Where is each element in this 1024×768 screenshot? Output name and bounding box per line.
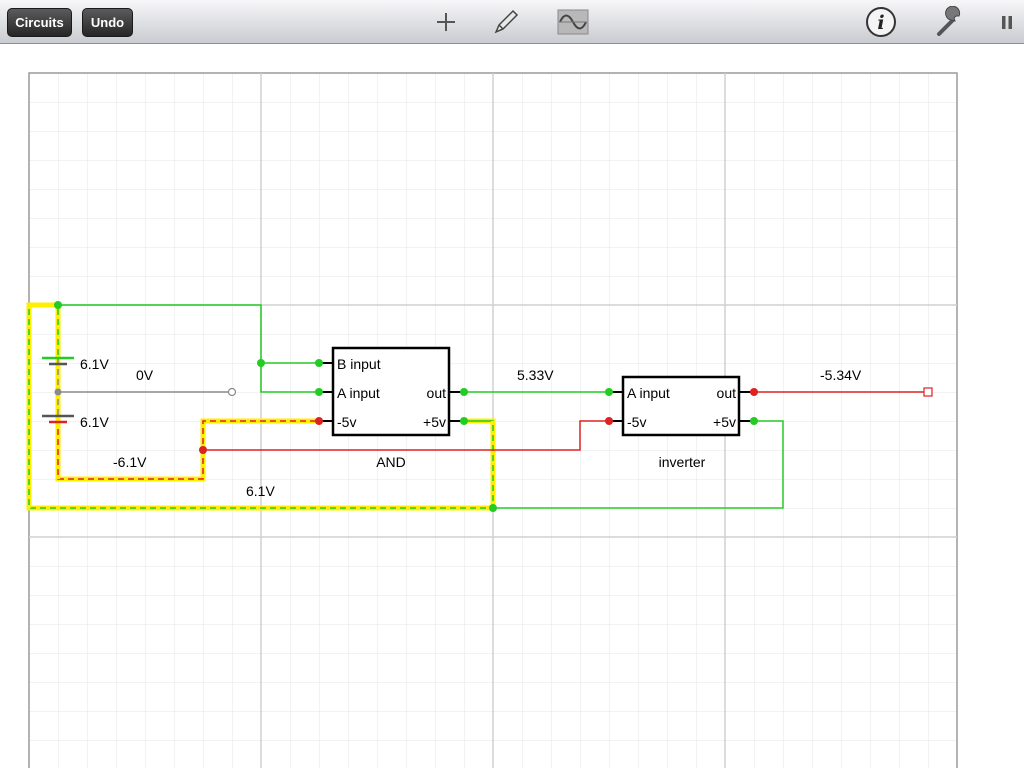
inverter-pos5v-label: +5v: [713, 414, 736, 430]
circuits-button[interactable]: Circuits: [7, 8, 72, 37]
battery-top-voltage: 6.1V: [80, 356, 109, 372]
wrench-icon[interactable]: [934, 6, 966, 38]
pencil-icon[interactable]: [490, 6, 522, 38]
negative-wires[interactable]: [57, 391, 928, 480]
add-icon[interactable]: [430, 6, 462, 38]
inverter-neg5v-label: -5v: [627, 414, 646, 430]
and-out-label: out: [427, 385, 447, 401]
output-terminal[interactable]: [923, 387, 933, 397]
neg-rail-voltage: -6.1V: [113, 454, 147, 470]
and-neg5v-label: -5v: [337, 414, 356, 430]
selection-dashes: [27, 305, 495, 510]
and-a-input-label: A input: [337, 385, 380, 401]
and-out-voltage: 5.33V: [517, 367, 554, 383]
battery-bottom[interactable]: [42, 414, 74, 424]
inverter-out-voltage: -5.34V: [820, 367, 862, 383]
circuit-canvas[interactable]: 6.1V 6.1V 0V -6.1V 6.1V 5.33V -5.34V B i…: [0, 44, 1024, 768]
and-pos5v-label: +5v: [423, 414, 446, 430]
green-nodes[interactable]: [54, 301, 758, 512]
inverter-gate-name: inverter: [659, 454, 706, 470]
undo-button[interactable]: Undo: [82, 8, 133, 37]
and-b-input-label: B input: [337, 356, 381, 372]
inverter-gate[interactable]: [621, 375, 741, 437]
battery-bottom-voltage: 6.1V: [80, 414, 109, 430]
toolbar: Circuits Undo i: [0, 0, 1024, 44]
pause-icon[interactable]: [994, 6, 1020, 38]
ground-terminal[interactable]: [227, 387, 237, 397]
svg-text:i: i: [877, 12, 884, 34]
battery-top[interactable]: [42, 356, 74, 366]
ground-node[interactable]: [54, 388, 62, 396]
pos-rail-voltage: 6.1V: [246, 483, 275, 499]
red-nodes[interactable]: [199, 388, 758, 454]
and-gate-name: AND: [376, 454, 406, 470]
inverter-a-input-label: A input: [627, 385, 670, 401]
ground-voltage: 0V: [136, 367, 154, 383]
info-icon[interactable]: i: [865, 6, 897, 38]
inverter-out-label: out: [717, 385, 737, 401]
waveform-icon[interactable]: [557, 6, 589, 38]
